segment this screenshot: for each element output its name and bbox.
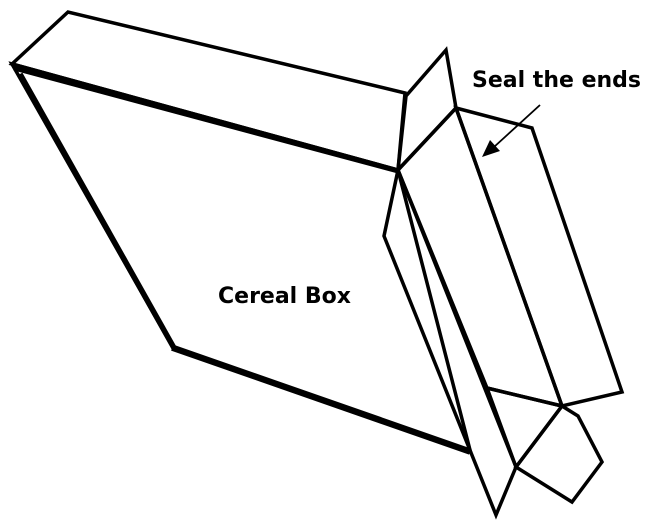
top-end-flap <box>398 50 456 170</box>
box-left-shadow-edge <box>20 74 174 348</box>
bottom-end-flap <box>516 406 602 502</box>
seal-arrow-line <box>494 105 540 147</box>
right-side-flap <box>456 108 622 406</box>
box-top-shadow-edge <box>14 68 398 171</box>
seal-arrow-head <box>482 140 500 157</box>
box-bottom-shadow-edge <box>172 348 470 452</box>
seal-label: Seal the ends <box>472 68 641 93</box>
box-top-face <box>12 12 405 170</box>
seal-panel <box>398 108 562 406</box>
box-label: Cereal Box <box>218 284 351 309</box>
